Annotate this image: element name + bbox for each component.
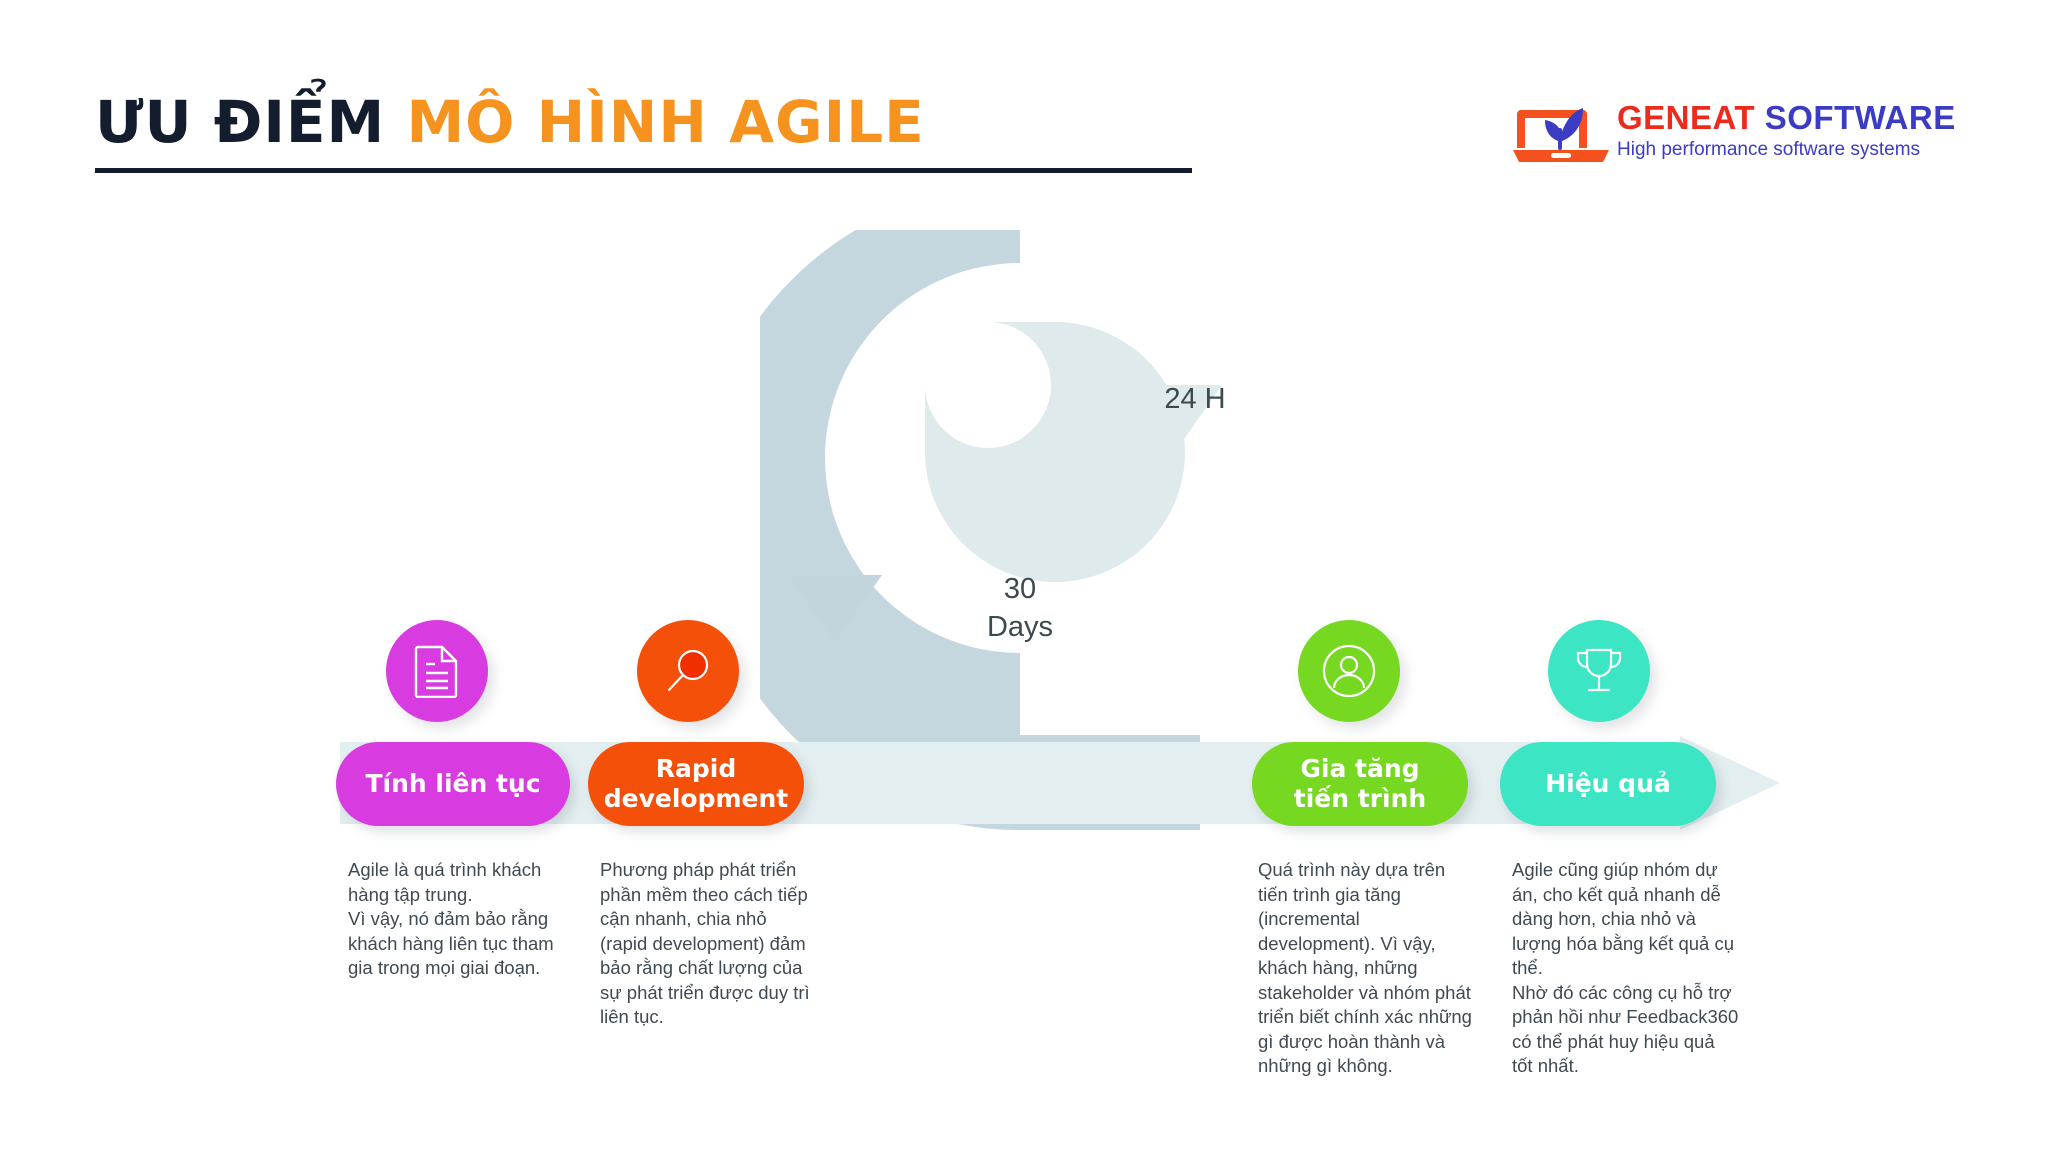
step-pill-rapid-development[interactable]: Rapid development xyxy=(588,742,804,826)
step-description-tinh-lien-tuc: Agile là quá trình khách hàng tập trung.… xyxy=(348,859,554,978)
laptop-leaf-icon xyxy=(1513,104,1609,166)
page-title: ƯU ĐIỂM MÔ HÌNH AGILE xyxy=(95,88,925,156)
logo-name-geneat: GENEAT xyxy=(1617,99,1756,136)
title-underline xyxy=(95,168,1192,173)
company-logo: GENEAT SOFTWARE High performance softwar… xyxy=(1513,100,1955,172)
step-label: Hiệu quả xyxy=(1545,769,1671,798)
outer-ring-arrowhead xyxy=(788,575,882,642)
step-pill-hieu-qua[interactable]: Hiệu quả xyxy=(1500,742,1716,826)
user-icon xyxy=(1321,643,1377,699)
document-icon xyxy=(414,644,460,698)
trophy-icon xyxy=(1573,646,1625,696)
step-icon-tinh-lien-tuc[interactable] xyxy=(386,620,488,722)
cycle-inner-label: 24 H xyxy=(1164,383,1226,415)
outer-ring-30days xyxy=(697,185,1200,830)
inner-ring-24h xyxy=(925,322,1185,582)
step-icon-hieu-qua[interactable] xyxy=(1548,620,1650,722)
magnifier-icon xyxy=(663,646,713,696)
step-icon-gia-tang-tien-trinh[interactable] xyxy=(1298,620,1400,722)
page-title-primary: ƯU ĐIỂM xyxy=(95,88,386,156)
logo-tagline: High performance software systems xyxy=(1617,139,1921,160)
cycle-outer-label: 30 Days xyxy=(986,573,1054,643)
step-label: Rapid development xyxy=(603,754,789,813)
step-description-rapid-development: Phương pháp phát triển phần mềm theo các… xyxy=(600,859,810,1027)
step-pill-tinh-lien-tuc[interactable]: Tính liên tục xyxy=(336,742,570,826)
logo-wordmark: GENEAT SOFTWARE High performance softwar… xyxy=(1617,99,1955,162)
step-label: Tính liên tục xyxy=(365,769,541,798)
step-description-hieu-qua: Agile cũng giúp nhóm dự án, cho kết quả … xyxy=(1512,859,1739,1076)
step-pill-gia-tang-tien-trinh[interactable]: Gia tăng tiến trình xyxy=(1252,742,1468,826)
step-description-gia-tang-tien-trinh: Quá trình này dựa trên tiến trình gia tă… xyxy=(1258,859,1472,1076)
step-icon-rapid-development[interactable] xyxy=(637,620,739,722)
page-title-accent: MÔ HÌNH AGILE xyxy=(406,88,925,156)
inner-ring-arrowhead xyxy=(1128,385,1222,452)
step-label: Gia tăng tiến trình xyxy=(1293,754,1427,813)
logo-name-software: SOFTWARE xyxy=(1764,99,1956,136)
